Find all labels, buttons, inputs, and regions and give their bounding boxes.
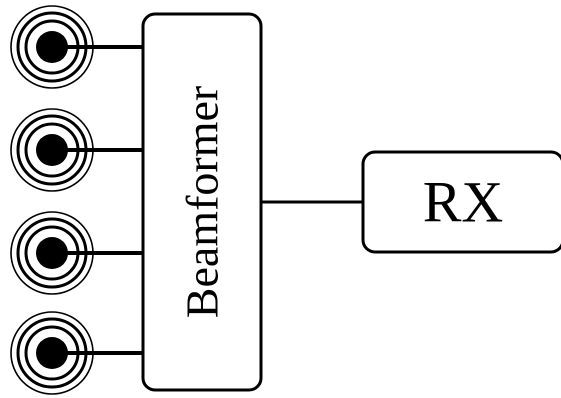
rx-block [361, 150, 561, 254]
beamformer-label: Beamformer [177, 86, 228, 318]
rx-label: RX [423, 170, 504, 235]
